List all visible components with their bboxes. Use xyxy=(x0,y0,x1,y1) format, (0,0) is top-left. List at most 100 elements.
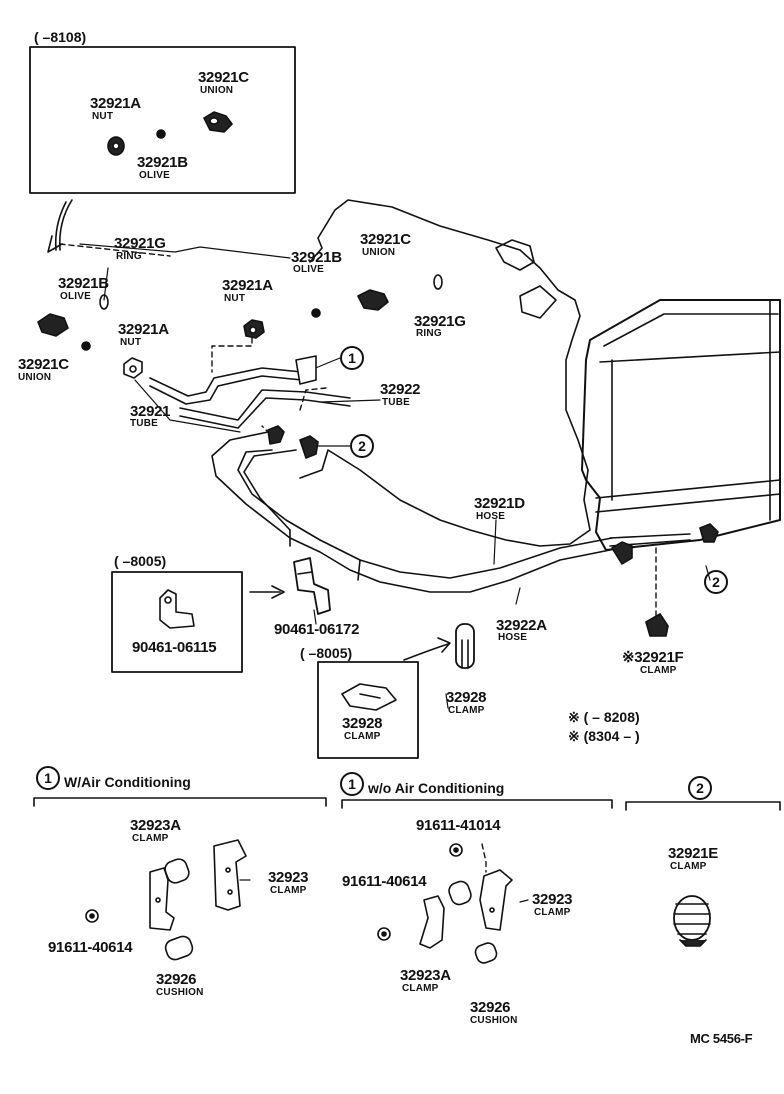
bracket-one xyxy=(295,355,317,385)
ac-label-bolt: 91611-40614 xyxy=(48,939,133,956)
nut-left xyxy=(123,357,143,379)
ring-32921G-left xyxy=(99,294,109,310)
label-32921B-left: 32921B xyxy=(58,275,109,292)
noac-sublabel-32926: CUSHION xyxy=(470,1015,518,1026)
two-sublabel-32921E: CLAMP xyxy=(670,861,707,872)
label-90461-06115: 90461-06115 xyxy=(132,639,217,656)
inset-clamp-a-part xyxy=(159,589,195,629)
radiator xyxy=(581,299,781,551)
sublabel-32928: CLAMP xyxy=(448,705,485,716)
engine-outline xyxy=(299,199,591,547)
sublabel-32921B-main: OLIVE xyxy=(293,264,325,275)
section-two-circle: 2 xyxy=(688,776,712,800)
ac-label-32926: 32926 xyxy=(156,971,197,988)
diagram-code: MC 5456-F xyxy=(690,1031,753,1046)
noac-label-bolt-top: 91611-41014 xyxy=(416,817,501,834)
note-line-1: ※ ( – 8208) xyxy=(568,709,640,725)
ac-label-32923: 32923 xyxy=(268,869,309,886)
noac-label-32923: 32923 xyxy=(532,891,573,908)
noac-cushion-top xyxy=(448,880,472,906)
sublabel-32921C-inset: UNION xyxy=(200,85,234,96)
sublabel-32921D: HOSE xyxy=(476,511,506,522)
noac-label-32923A: 32923A xyxy=(400,967,451,984)
noac-label-bolt-left: 91611-40614 xyxy=(342,873,427,890)
label-32928-inset: 32928 xyxy=(342,715,383,732)
label-32928: 32928 xyxy=(446,689,487,706)
sublabel-32928-inset: CLAMP xyxy=(344,731,381,742)
label-32921D: 32921D xyxy=(474,495,525,512)
ac-label-32923A: 32923A xyxy=(130,817,181,834)
inset-box-clamp-a xyxy=(111,571,243,673)
sublabel-32921F: CLAMP xyxy=(640,665,677,676)
noac-bolt-left xyxy=(377,927,391,941)
hose-fittings xyxy=(267,425,719,565)
callout-two-main: 2 xyxy=(350,434,374,458)
sublabel-32921A-mid: NUT xyxy=(224,293,246,304)
inset-box-clamp-b xyxy=(317,661,419,759)
label-32921G-main: 32921G xyxy=(114,235,166,252)
arrow-clamp-b xyxy=(403,637,451,661)
two-label-32921E: 32921E xyxy=(668,845,718,862)
inset-box-top xyxy=(29,46,296,194)
inset-clamp-b-part xyxy=(341,683,397,711)
ac-bolt xyxy=(85,909,99,923)
note-line-2: ※ (8304 – ) xyxy=(568,728,640,744)
section-without-ac-title: w/o Air Conditioning xyxy=(368,780,505,796)
label-32921C-inset: 32921C xyxy=(198,69,249,86)
label-32921B-inset: 32921B xyxy=(137,154,188,171)
inset-arrow xyxy=(47,199,73,253)
ac-cushion-top xyxy=(164,858,190,884)
noac-clamp-32923A xyxy=(419,895,445,949)
sublabel-32921C-left: UNION xyxy=(18,372,52,383)
inset-clamp-a-date: ( –8005) xyxy=(114,553,167,569)
sublabel-32921B-left: OLIVE xyxy=(60,291,92,302)
olive-left xyxy=(81,341,91,351)
sublabel-32922A: HOSE xyxy=(498,632,528,643)
label-32921A-mid: 32921A xyxy=(222,277,273,294)
union-main xyxy=(357,289,389,311)
inset-clamp-b-date: ( –8005) xyxy=(300,645,353,661)
label-90461-06172: 90461-06172 xyxy=(274,621,360,638)
sublabel-32921A-left: NUT xyxy=(120,337,142,348)
sublabel-32921B-inset: OLIVE xyxy=(139,170,171,181)
inset-olive xyxy=(156,129,166,139)
noac-cushion-bottom xyxy=(474,942,498,964)
label-32921F: ※32921F xyxy=(622,649,684,666)
inset-top-date: ( –8108) xyxy=(34,29,87,45)
callout-two-right: 2 xyxy=(704,570,728,594)
ring-32921G-right xyxy=(433,274,443,290)
label-32921B-main: 32921B xyxy=(291,249,342,266)
union-left xyxy=(37,313,69,337)
noac-label-32926: 32926 xyxy=(470,999,511,1016)
label-32921C-left: 32921C xyxy=(18,356,69,373)
ac-sublabel-32923A: CLAMP xyxy=(132,833,169,844)
section-without-ac-circle: 1 xyxy=(340,772,364,796)
sublabel-32921A-inset: NUT xyxy=(92,111,114,122)
sublabel-32921G-right: RING xyxy=(416,328,442,339)
label-32921A-left: 32921A xyxy=(118,321,169,338)
nut-mid xyxy=(243,319,265,339)
clamp-32921E xyxy=(673,895,711,947)
ac-sublabel-32926: CUSHION xyxy=(156,987,204,998)
noac-bolt-top xyxy=(449,843,463,857)
label-32922A: 32922A xyxy=(496,617,547,634)
ac-cushion-bottom xyxy=(164,935,194,961)
clamp-32928 xyxy=(455,623,475,669)
inset-union xyxy=(203,111,233,133)
noac-sublabel-32923: CLAMP xyxy=(534,907,571,918)
noac-clamp-32923 xyxy=(479,869,513,931)
brake-tubes xyxy=(149,367,691,593)
label-32921G-right: 32921G xyxy=(414,313,466,330)
noac-sublabel-32923A: CLAMP xyxy=(402,983,439,994)
arrow-clamp-a xyxy=(249,585,285,599)
sublabel-32922: TUBE xyxy=(382,397,411,408)
callout-one-main: 1 xyxy=(340,346,364,370)
label-32921A-inset: 32921A xyxy=(90,95,141,112)
sublabel-32921G-main: RING xyxy=(116,251,142,262)
sublabel-32921: TUBE xyxy=(130,418,159,429)
sublabel-32921C-main: UNION xyxy=(362,247,396,258)
section-with-ac-title: W/Air Conditioning xyxy=(64,774,191,790)
ac-clamp-32923 xyxy=(213,839,247,911)
label-32921: 32921 xyxy=(130,403,171,420)
